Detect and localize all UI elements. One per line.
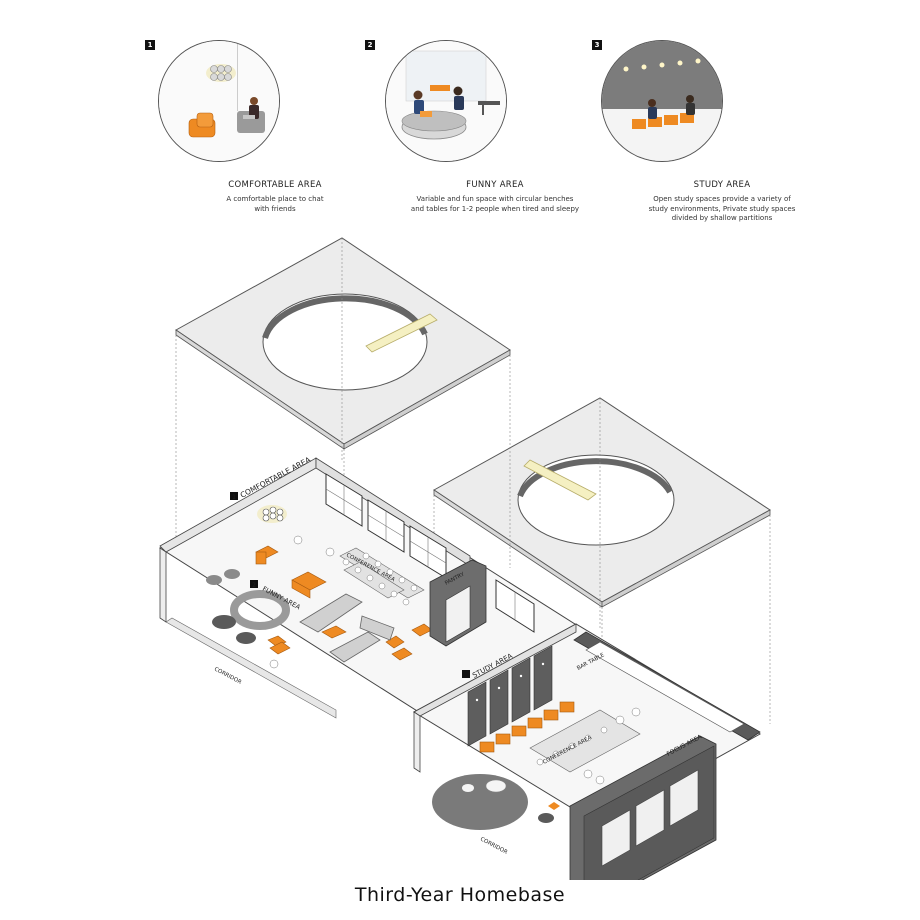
label-corridor-2: CORRIDOR — [479, 836, 508, 855]
vignette-title: COMFORTABLE AREA — [228, 180, 322, 190]
floor-left — [159, 457, 579, 719]
label-corridor-1: CORRIDOR — [213, 666, 242, 685]
roof-slab-left — [175, 237, 511, 450]
vignette-number: 3 — [592, 40, 602, 50]
vignette-description: A comfortable place to chat with friends — [226, 195, 324, 213]
page-title: Third-Year Homebase — [354, 884, 566, 906]
funny-area-illustration — [385, 40, 507, 162]
vignette-title: STUDY AREA — [693, 180, 751, 190]
comfortable-area-illustration — [158, 40, 280, 162]
vignette-number: 2 — [365, 40, 375, 50]
floor-right — [412, 623, 762, 880]
vignette-number: 1 — [145, 40, 155, 50]
vignette-title: FUNNY AREA — [466, 180, 524, 190]
vignette-description: Variable and fun space with circular ben… — [410, 195, 580, 213]
marker-1: 1 — [232, 494, 236, 501]
roof-slab-right — [433, 397, 771, 608]
vignette-description: Open study spaces provide a variety of s… — [648, 195, 796, 222]
axonometric-plan: 1 COMFORTABLE AREA 2 FUNNY AREA CONFEREN… — [159, 237, 771, 880]
marker-2: 2 — [252, 582, 256, 589]
cloud-lamp-icon — [206, 64, 236, 82]
